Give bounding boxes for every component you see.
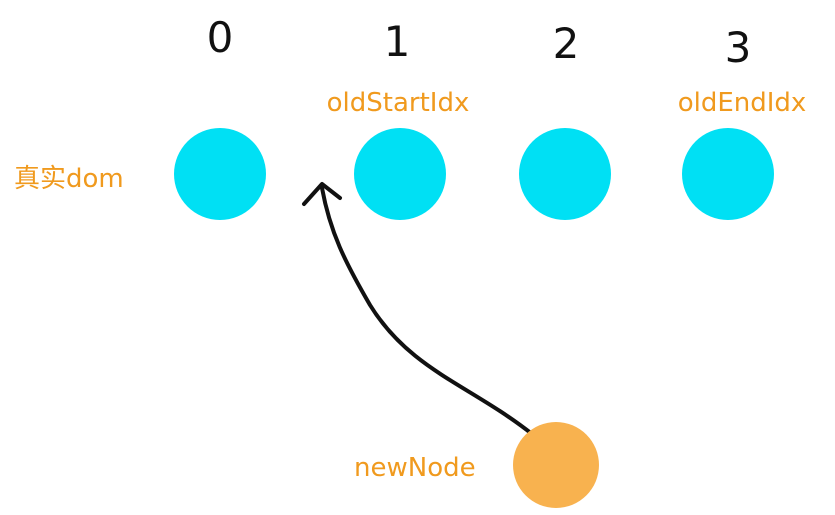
index-label-1: 1 xyxy=(384,17,411,66)
new-node-label: newNode xyxy=(354,453,476,483)
real-dom-node-2 xyxy=(519,128,611,220)
real-dom-label: 真实dom xyxy=(14,164,124,194)
insert-arrow-line xyxy=(320,186,534,436)
index-label-3: 3 xyxy=(725,23,752,72)
real-dom-node-3 xyxy=(682,128,774,220)
old-end-idx-label: oldEndIdx xyxy=(678,88,807,118)
index-label-2: 2 xyxy=(553,19,580,68)
index-label-0: 0 xyxy=(207,13,234,62)
real-dom-node-0 xyxy=(174,128,266,220)
old-start-idx-label: oldStartIdx xyxy=(327,88,470,118)
insert-arrow-head xyxy=(302,182,342,206)
new-node xyxy=(513,422,599,508)
real-dom-node-1 xyxy=(354,128,446,220)
